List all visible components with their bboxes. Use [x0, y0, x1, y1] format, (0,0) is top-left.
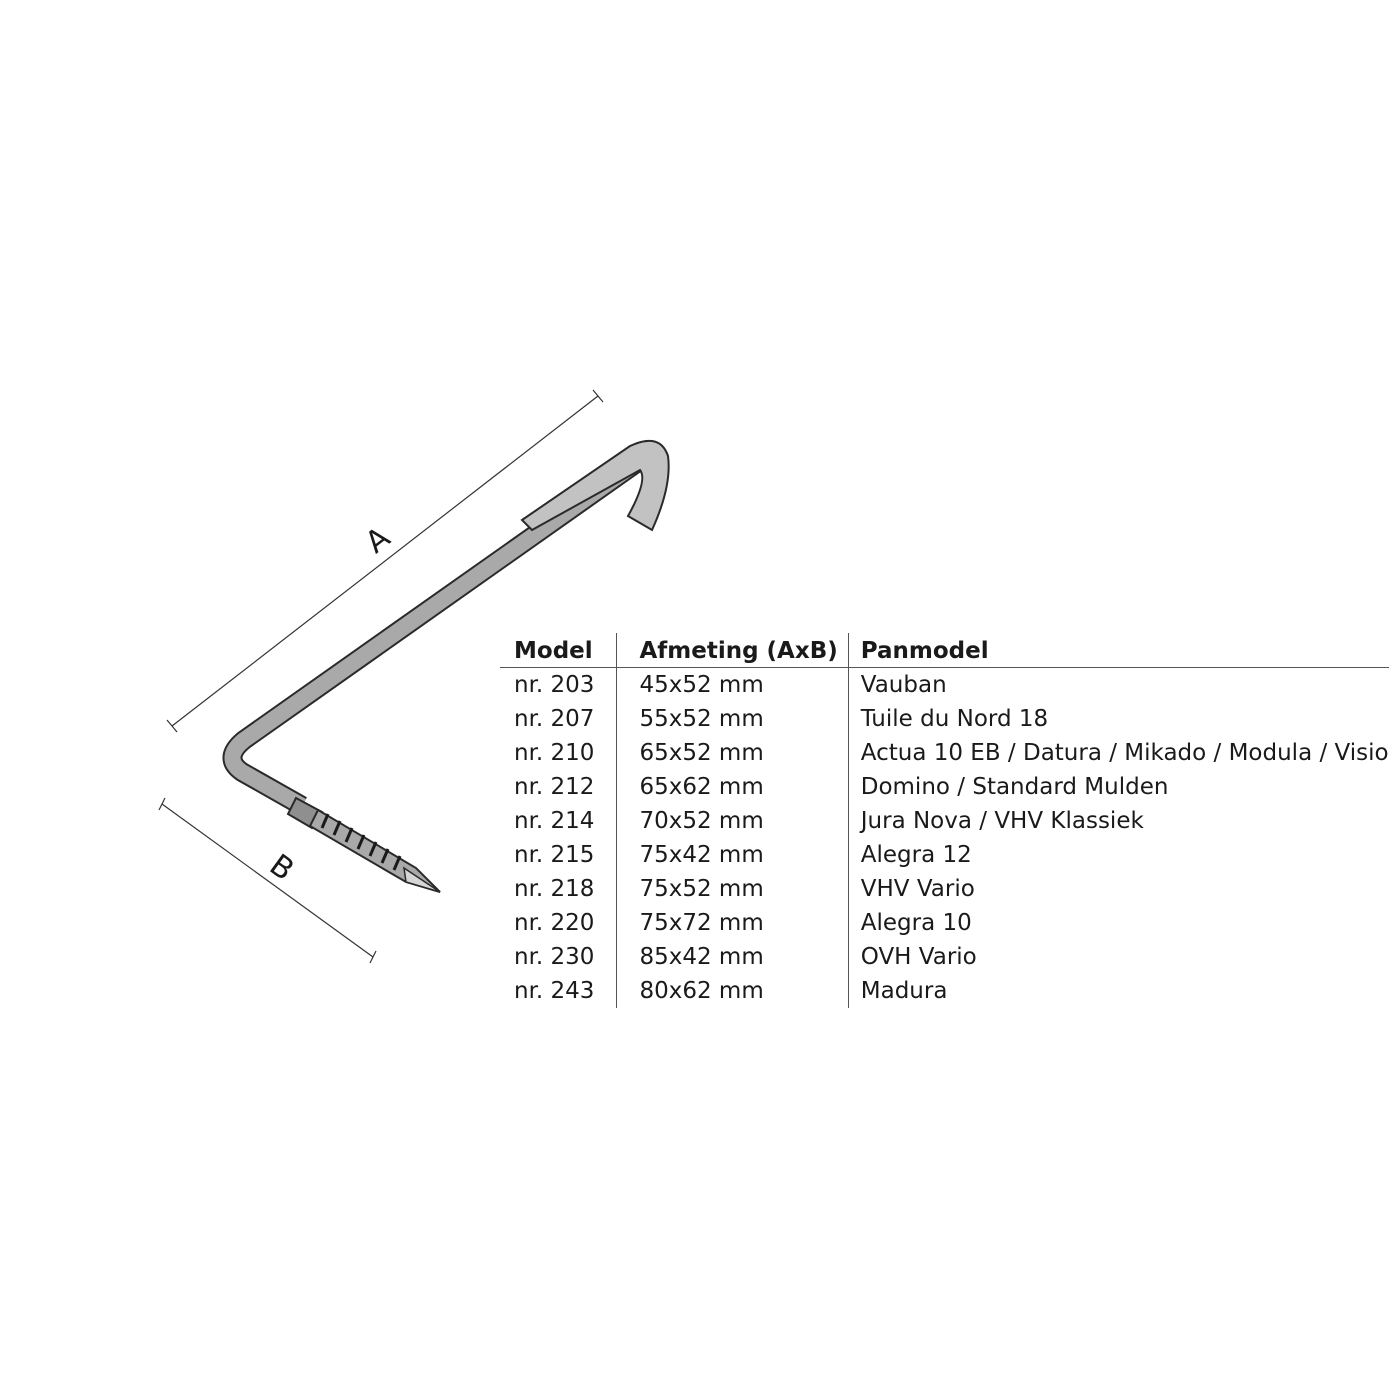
cell-size: 75x52 mm [616, 872, 849, 906]
cell-model: nr. 243 [514, 978, 595, 1004]
cell-model: nr. 230 [514, 944, 595, 970]
table-header-row: Model Afmeting (AxB) Panmodel [500, 633, 1389, 668]
screw-tip [403, 866, 441, 893]
cell-size: 85x42 mm [616, 940, 849, 974]
dimension-a-line [166, 389, 604, 733]
table-row: nr. 214 70x52 mm Jura Nova / VHV Klassie… [500, 804, 1389, 838]
cell-pan: Madura [847, 974, 1389, 1008]
cell-pan: Alegra 12 [847, 838, 1389, 872]
dimension-b-label: B [263, 848, 300, 888]
cell-size: 75x72 mm [616, 906, 849, 940]
cell-model: nr. 203 [514, 672, 595, 698]
table-row: nr. 230 85x42 mm OVH Vario [500, 940, 1389, 974]
screw-threads [320, 813, 402, 871]
cell-pan: Vauban [847, 667, 1389, 702]
cell-size: 65x62 mm [616, 770, 849, 804]
cell-model: nr. 220 [514, 910, 595, 936]
cell-model: nr. 215 [514, 842, 595, 868]
dimension-a-label: A [359, 520, 397, 561]
table-row: nr. 218 75x52 mm VHV Vario [500, 872, 1389, 906]
specifications-table: Model Afmeting (AxB) Panmodel nr. 203 45… [500, 633, 1389, 1008]
hook-tongue [520, 439, 670, 532]
header-size: Afmeting (AxB) [616, 633, 849, 668]
cell-pan: Tuile du Nord 18 [847, 702, 1389, 736]
table-row: nr. 212 65x62 mm Domino / Standard Mulde… [500, 770, 1389, 804]
table-body: nr. 203 45x52 mm Vauban nr. 207 55x52 mm… [500, 667, 1389, 1008]
cell-pan: VHV Vario [847, 872, 1389, 906]
cell-pan: Domino / Standard Mulden [847, 770, 1389, 804]
cell-model: nr. 210 [514, 740, 595, 766]
cell-pan: OVH Vario [847, 940, 1389, 974]
header-pan: Panmodel [847, 633, 1389, 668]
table-row: nr. 207 55x52 mm Tuile du Nord 18 [500, 702, 1389, 736]
cell-size: 80x62 mm [616, 974, 849, 1008]
cell-pan: Jura Nova / VHV Klassiek [847, 804, 1389, 838]
cell-model: nr. 207 [514, 706, 595, 732]
hook-shaft [224, 445, 657, 813]
dimension-b-line [158, 797, 377, 964]
cell-size: 65x52 mm [616, 736, 849, 770]
table-row: nr. 220 75x72 mm Alegra 10 [500, 906, 1389, 940]
cell-model: nr. 212 [514, 774, 595, 800]
cell-size: 70x52 mm [616, 804, 849, 838]
cell-model: nr. 218 [514, 876, 595, 902]
table-row: nr. 215 75x42 mm Alegra 12 [500, 838, 1389, 872]
header-model: Model [500, 633, 617, 668]
cell-size: 75x42 mm [616, 838, 849, 872]
cell-size: 55x52 mm [616, 702, 849, 736]
cell-size: 45x52 mm [616, 667, 849, 702]
cell-pan: Actua 10 EB / Datura / Mikado / Modula /… [847, 736, 1389, 770]
roof-hook [222, 439, 670, 893]
cell-pan: Alegra 10 [847, 906, 1389, 940]
table-row: nr. 203 45x52 mm Vauban [500, 667, 1389, 702]
cell-model: nr. 214 [514, 808, 595, 834]
table-row: nr. 210 65x52 mm Actua 10 EB / Datura / … [500, 736, 1389, 770]
table-row: nr. 243 80x62 mm Madura [500, 974, 1389, 1008]
